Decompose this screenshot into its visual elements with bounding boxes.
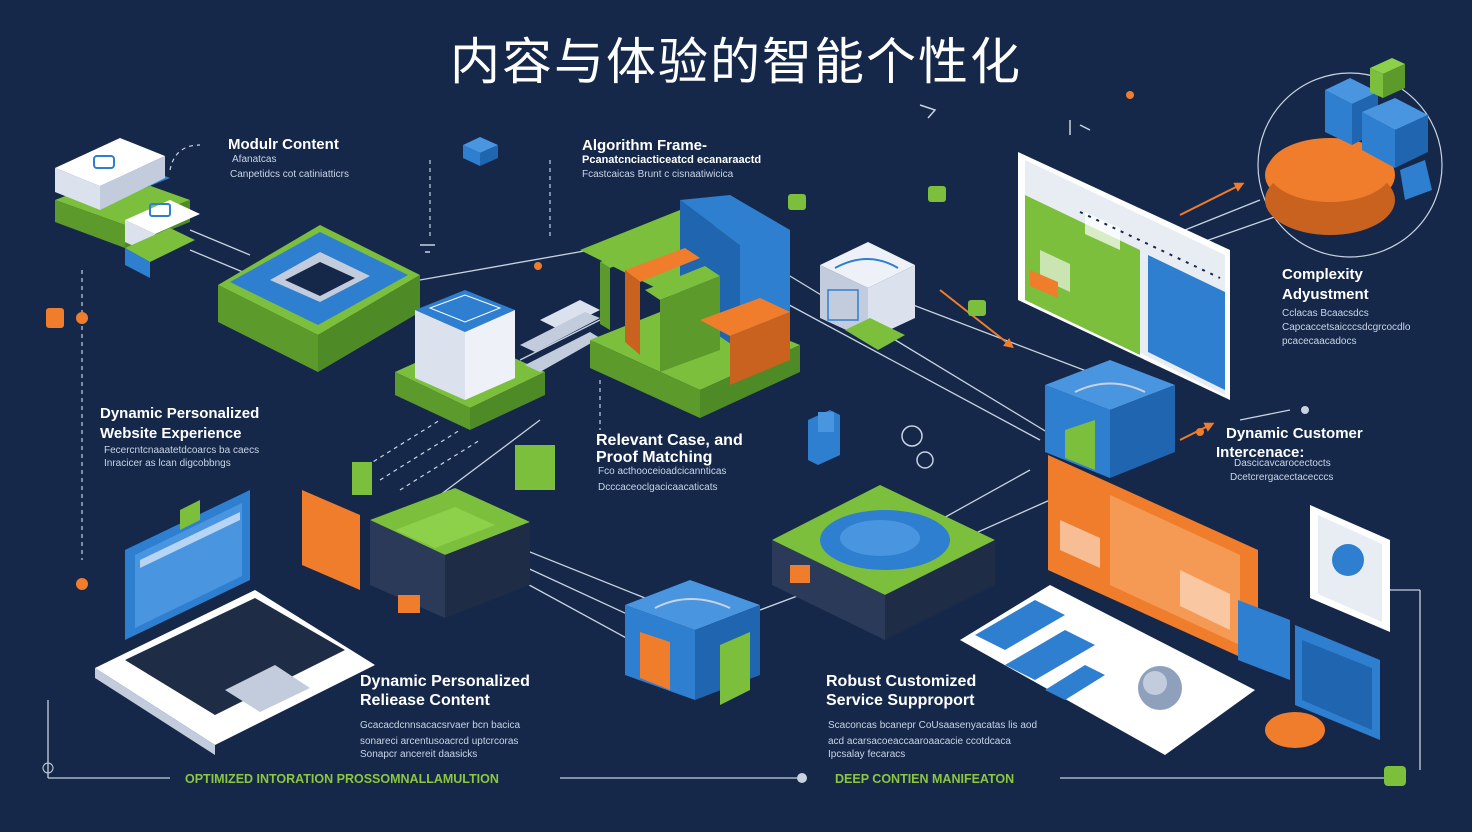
release-server-illustration: [302, 445, 555, 618]
bottom-timeline: [42, 700, 1406, 786]
dynamic-release-sub3: Sonapcr ancereit daasicks: [360, 749, 477, 760]
complexity-sub2: Capcaccetsaicccsdcgrcocdlo: [1282, 322, 1411, 333]
relevant-case-sub2: Dcccaceoclgacicaacaticats: [598, 482, 718, 493]
dynamic-release-title-line1: Dynamic Personalized: [360, 673, 530, 690]
orange-arrows: [939, 182, 1245, 441]
algorithm-frame-sub1: Pcanatcnciacticeatcd ecanaraactd: [582, 154, 761, 166]
tablet-illustration: [1238, 505, 1390, 740]
circuit-cube-illustration: [820, 242, 915, 350]
release-cube-illustration: [625, 580, 760, 705]
dynamic-web-title-line1: Dynamic Personalized: [100, 405, 259, 422]
complexity-title-line1: Complexity: [1282, 266, 1364, 283]
complexity-title-line2: Adyustment: [1282, 286, 1369, 303]
orange-panel-illustration: [1048, 455, 1258, 665]
dynamic-release-title-line2: Reliease Content: [360, 692, 490, 709]
algorithm-frame-title: Algorithm Frame-: [582, 137, 707, 154]
dynamic-web-sub1: Fecercntcnaaatetdcoarcs ba caecs: [104, 445, 259, 456]
dynamic-web-sub2: Inracicer as lcan digcobbngs: [104, 458, 231, 469]
modular-blocks-illustration: [55, 138, 200, 278]
service-platform-illustration: [772, 485, 995, 640]
modular-content-sub1: Afanatcas: [232, 154, 276, 165]
tag-icon: [46, 308, 64, 328]
robust-service-sub3: Ipcsalay fecaracs: [828, 749, 905, 760]
robust-service-title-line2: Service Supproport: [826, 692, 975, 709]
monitor-illustration: [1018, 152, 1230, 400]
complexity-sub1: Cclacas Bcaacsdcs: [1282, 308, 1369, 319]
dynamic-web-title-line2: Website Experience: [100, 425, 241, 442]
page-title: 内容与体验的智能个性化: [450, 33, 1022, 91]
magnifier-icon: [901, 425, 934, 469]
relevant-case-title-line1: Relevant Case, and: [596, 432, 743, 449]
sublabels: Afanatcas Canpetidcs cot catiniatticrs P…: [104, 154, 1411, 760]
footer-right-label: DEEP CONTIEN MANIFEATON: [835, 772, 1014, 786]
dynamic-release-sub2: sonareci arcentusoacrcd uptcrcoras: [360, 736, 518, 747]
dynamic-release-sub1: Gcacacdcnnsacacsrvaer bcn bacica: [360, 720, 521, 731]
complexity-sub3: pcacecaacadocs: [1282, 336, 1357, 347]
labels: Modulr Content Algorithm Frame- Complexi…: [100, 136, 1369, 709]
algorithm-frame-sub2: Fcastcaicas Brunt c cisnaatiwicica: [582, 169, 734, 180]
dynamic-customer-sub1: Dascicavcarocectocts: [1234, 458, 1331, 469]
dynamic-customer-sub2: Dcetcrergacectacecccs: [1230, 472, 1333, 483]
relevant-case-title-line2: Proof Matching: [596, 449, 712, 466]
small-green-chips: [788, 186, 986, 316]
ring-platform-illustration: [218, 225, 420, 372]
algorithm-block-illustration: [580, 195, 800, 418]
node-icons: [420, 104, 1091, 253]
dynamic-customer-title-line2: Intercenace:: [1216, 444, 1304, 461]
dynamic-customer-title-line1: Dynamic Customer: [1226, 425, 1363, 442]
customer-cube-illustration: [1045, 360, 1175, 478]
robust-service-title-line1: Robust Customized: [826, 673, 976, 690]
small-blue-device: [808, 410, 840, 465]
robust-service-sub1: Scaconcas bcanepr CoUsaasenyacatas lis a…: [828, 720, 1037, 731]
footer-labels: OPTIMIZED INTORATION PROSSOMNALLAMULTION…: [185, 772, 1014, 786]
dashboard-board-illustration: [960, 585, 1325, 755]
robust-service-sub2: acd acarsacoeaccaaroaacacie ccotdcaca: [828, 736, 1011, 747]
data-cube-illustration: [395, 290, 600, 430]
modular-content-title: Modulr Content: [228, 136, 339, 153]
floating-cube: [463, 137, 498, 166]
laptop-illustration: [95, 490, 375, 755]
orange-server-stack: [1257, 58, 1443, 258]
relevant-case-sub1: Fco acthooceioadcicannticas: [598, 466, 726, 477]
modular-content-sub2: Canpetidcs cot catiniatticrs: [230, 169, 349, 180]
footer-left-label: OPTIMIZED INTORATION PROSSOMNALLAMULTION: [185, 772, 499, 786]
